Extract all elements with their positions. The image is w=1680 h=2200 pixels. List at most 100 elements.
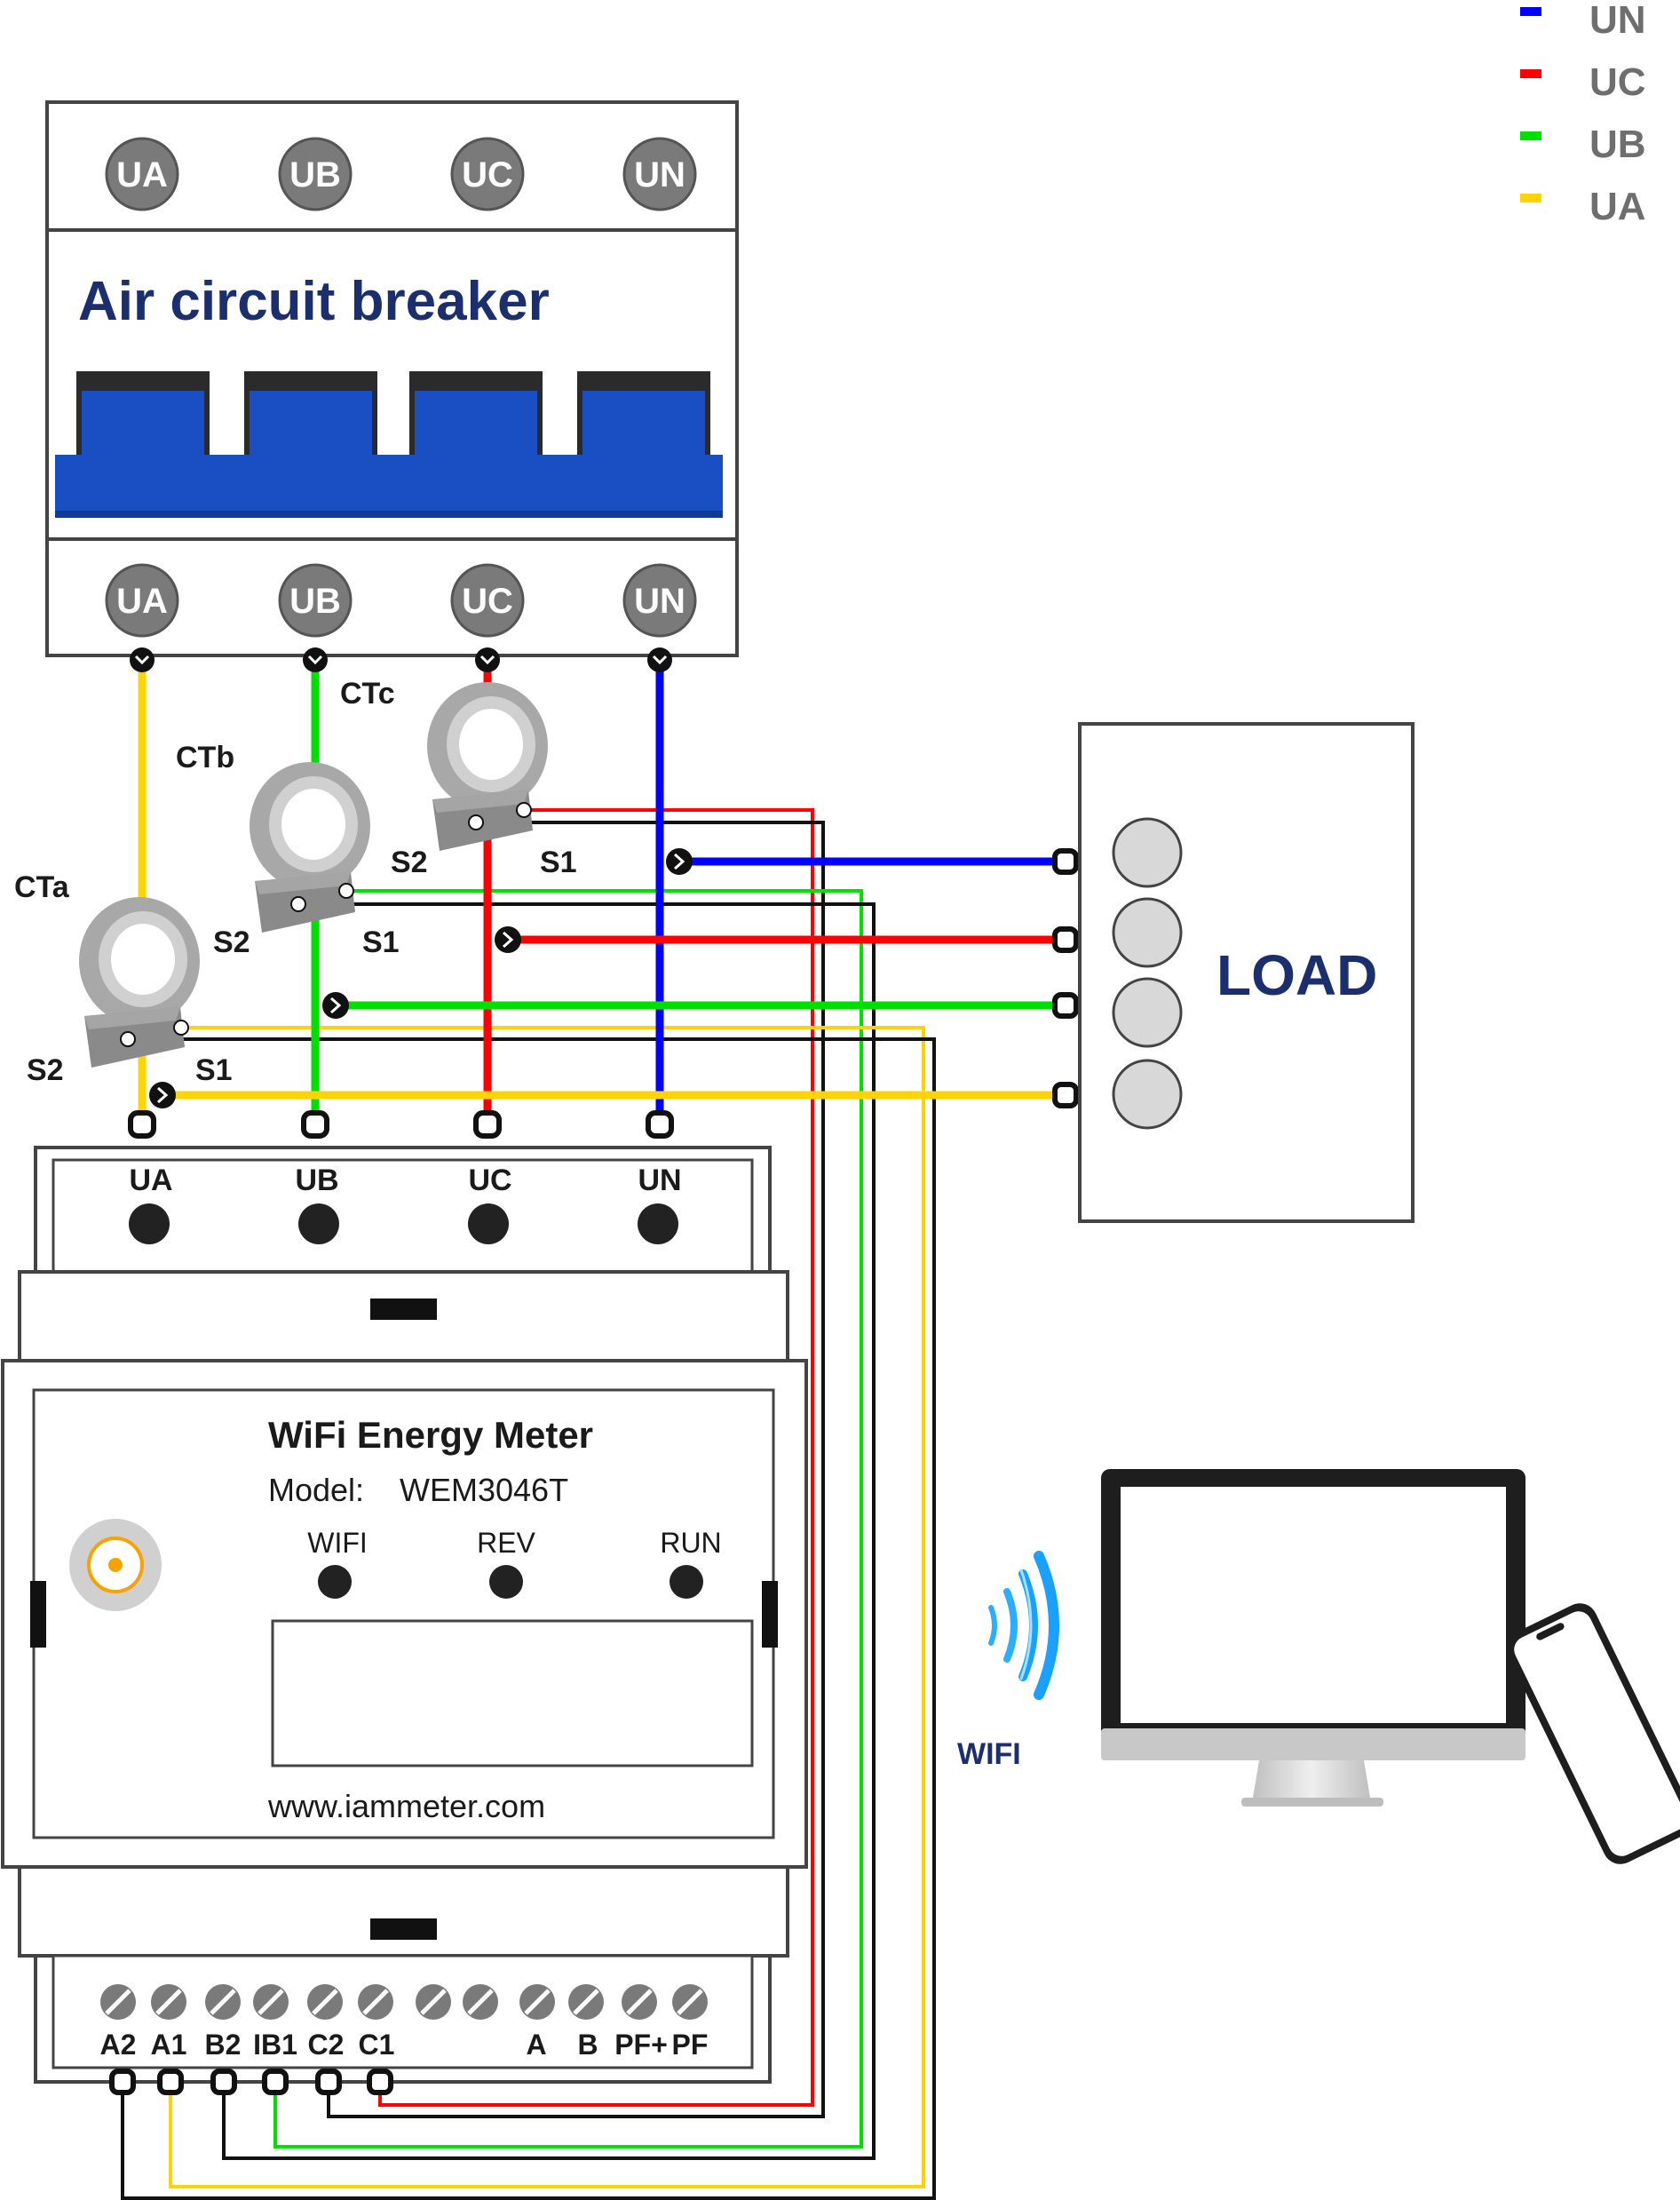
computer-monitor-icon: [1101, 1469, 1525, 1807]
ct-label: CTb: [176, 741, 234, 774]
led-wifi: [318, 1565, 352, 1599]
terminal-label-b2: B2: [205, 2029, 242, 2061]
terminal-label-c1: C1: [359, 2029, 395, 2061]
legend-item-uc: UC: [1520, 60, 1646, 104]
terminal-label-a2: A2: [100, 2029, 137, 2061]
legend: UN UC UB UA: [1520, 0, 1646, 228]
ct-s1-label: S1: [362, 925, 400, 959]
wifi-energy-meter: UA UB UC UN WiFi Energy Meter Model: WEM…: [1, 1146, 808, 2095]
svg-text:UC: UC: [462, 582, 513, 621]
terminal-label-b: B: [577, 2029, 598, 2061]
svg-text:UN: UN: [634, 582, 685, 621]
terminal-label-a1: A1: [151, 2029, 187, 2061]
breaker-switches: [55, 371, 723, 518]
ct-b: CTb S2 S1: [176, 741, 400, 959]
ct-s1-label: S1: [540, 846, 577, 879]
screw-icon: [100, 1984, 136, 2020]
svg-text:UB: UB: [289, 582, 341, 621]
wifi-signal-icon: [988, 1551, 1059, 1700]
breaker-top-terminal-uc: UC: [450, 137, 525, 211]
breaker-title: Air circuit breaker: [78, 271, 550, 332]
square-terminal-icon: [1052, 848, 1079, 875]
breaker-bottom-terminal-un: UN: [622, 563, 697, 638]
ct-s1-label: S1: [195, 1053, 233, 1087]
breaker-top-terminal-ua: UA: [105, 137, 179, 211]
meter-title: WiFi Energy Meter: [268, 1414, 593, 1456]
led-label-rev: REV: [477, 1527, 535, 1559]
meter-model-label: Model:: [268, 1472, 364, 1508]
square-terminal-icon: [1052, 992, 1079, 1019]
meter-bottom-screws: [100, 1984, 708, 2020]
ct-signal-wires: [121, 808, 936, 2200]
ct-label: CTc: [340, 677, 395, 711]
legend-label-uc: UC: [1589, 60, 1646, 104]
meter-model-value: WEM3046T: [400, 1472, 568, 1508]
screw-icon: [519, 1984, 555, 2020]
ct-s2-label: S2: [27, 1053, 64, 1087]
led-run: [670, 1565, 703, 1599]
load-label: LOAD: [1216, 943, 1377, 1007]
meter-bottom-wire-terminals: [109, 2069, 393, 2095]
svg-text:UA: UA: [116, 155, 168, 195]
chevron-down-icon: [303, 647, 328, 672]
screw-icon: [253, 1984, 289, 2020]
meter-display: [271, 1619, 754, 1767]
breaker-bottom-terminal-ua: UA: [105, 563, 179, 638]
square-terminal-icon: [473, 1110, 502, 1139]
ct-s2-label: S2: [391, 846, 428, 879]
led-label-wifi: WIFI: [307, 1527, 368, 1559]
meter-terminal-label-ua: UA: [129, 1164, 172, 1197]
antenna-connector-icon: [69, 1519, 162, 1611]
screw-icon: [672, 1984, 708, 2020]
screw-icon: [151, 1984, 186, 2020]
ct-label: CTa: [14, 870, 70, 904]
screw-icon: [416, 1984, 451, 2020]
square-terminal-icon: [646, 1110, 674, 1139]
air-circuit-breaker: Air circuit breaker UA UB: [45, 100, 739, 657]
meter-top-terminals: UA UB UC UN: [129, 1164, 682, 1244]
led-rev: [489, 1565, 523, 1599]
meter-terminal-label-uc: UC: [468, 1164, 511, 1197]
svg-text:UA: UA: [116, 582, 168, 621]
svg-text:UC: UC: [462, 155, 513, 195]
breaker-top-terminals: UA UB UC UN: [105, 137, 697, 211]
square-terminal-icon: [1052, 1082, 1079, 1108]
legend-item-ua: UA: [1520, 185, 1646, 228]
terminal-label-c2: C2: [308, 2029, 345, 2061]
junction-arrow-icon: [666, 848, 693, 875]
junction-arrow-icon: [322, 992, 349, 1019]
led-label-run: RUN: [660, 1527, 721, 1559]
screw-icon: [568, 1984, 604, 2020]
meter-leds: WIFI REV RUN: [307, 1527, 722, 1599]
square-terminal-icon: [1052, 926, 1079, 953]
breaker-top-terminal-ub: UB: [278, 137, 353, 211]
screw-icon: [463, 1984, 498, 2020]
screw-icon: [358, 1984, 393, 2020]
legend-label-un: UN: [1589, 0, 1646, 42]
legend-label-ua: UA: [1589, 185, 1646, 228]
screw-icon: [205, 1984, 241, 2020]
svg-text:UN: UN: [634, 155, 685, 195]
legend-item-ub: UB: [1520, 123, 1646, 166]
chevron-down-icon: [475, 647, 500, 672]
terminal-label-pf: PF: [672, 2029, 709, 2061]
ct-c: CTc S2 S1: [340, 677, 577, 879]
terminal-label-ib1: IB1: [253, 2029, 297, 2061]
phase-wires: [138, 660, 1066, 1124]
junction-arrow-icon: [149, 1082, 176, 1108]
junction-markers: [128, 647, 1079, 1139]
ct-s2-label: S2: [213, 925, 250, 959]
smartphone-icon: [1506, 1603, 1680, 1864]
chevron-down-icon: [130, 647, 155, 672]
ct-a: CTa S2 S1: [14, 870, 233, 1087]
breaker-bottom-terminals: UA UB UC UN: [105, 563, 697, 638]
terminal-label-a: A: [526, 2029, 546, 2061]
breaker-top-terminal-un: UN: [622, 137, 697, 211]
terminal-label-pf-plus: PF+: [614, 2029, 668, 2061]
load-box: LOAD: [1078, 722, 1415, 1223]
breaker-bottom-terminal-uc: UC: [450, 563, 525, 638]
screw-icon: [307, 1984, 343, 2020]
screw-icon: [622, 1984, 657, 2020]
meter-bottom-terminal-labels: A2 A1 B2 IB1 C2 C1 A B PF+ PF: [100, 2029, 709, 2061]
